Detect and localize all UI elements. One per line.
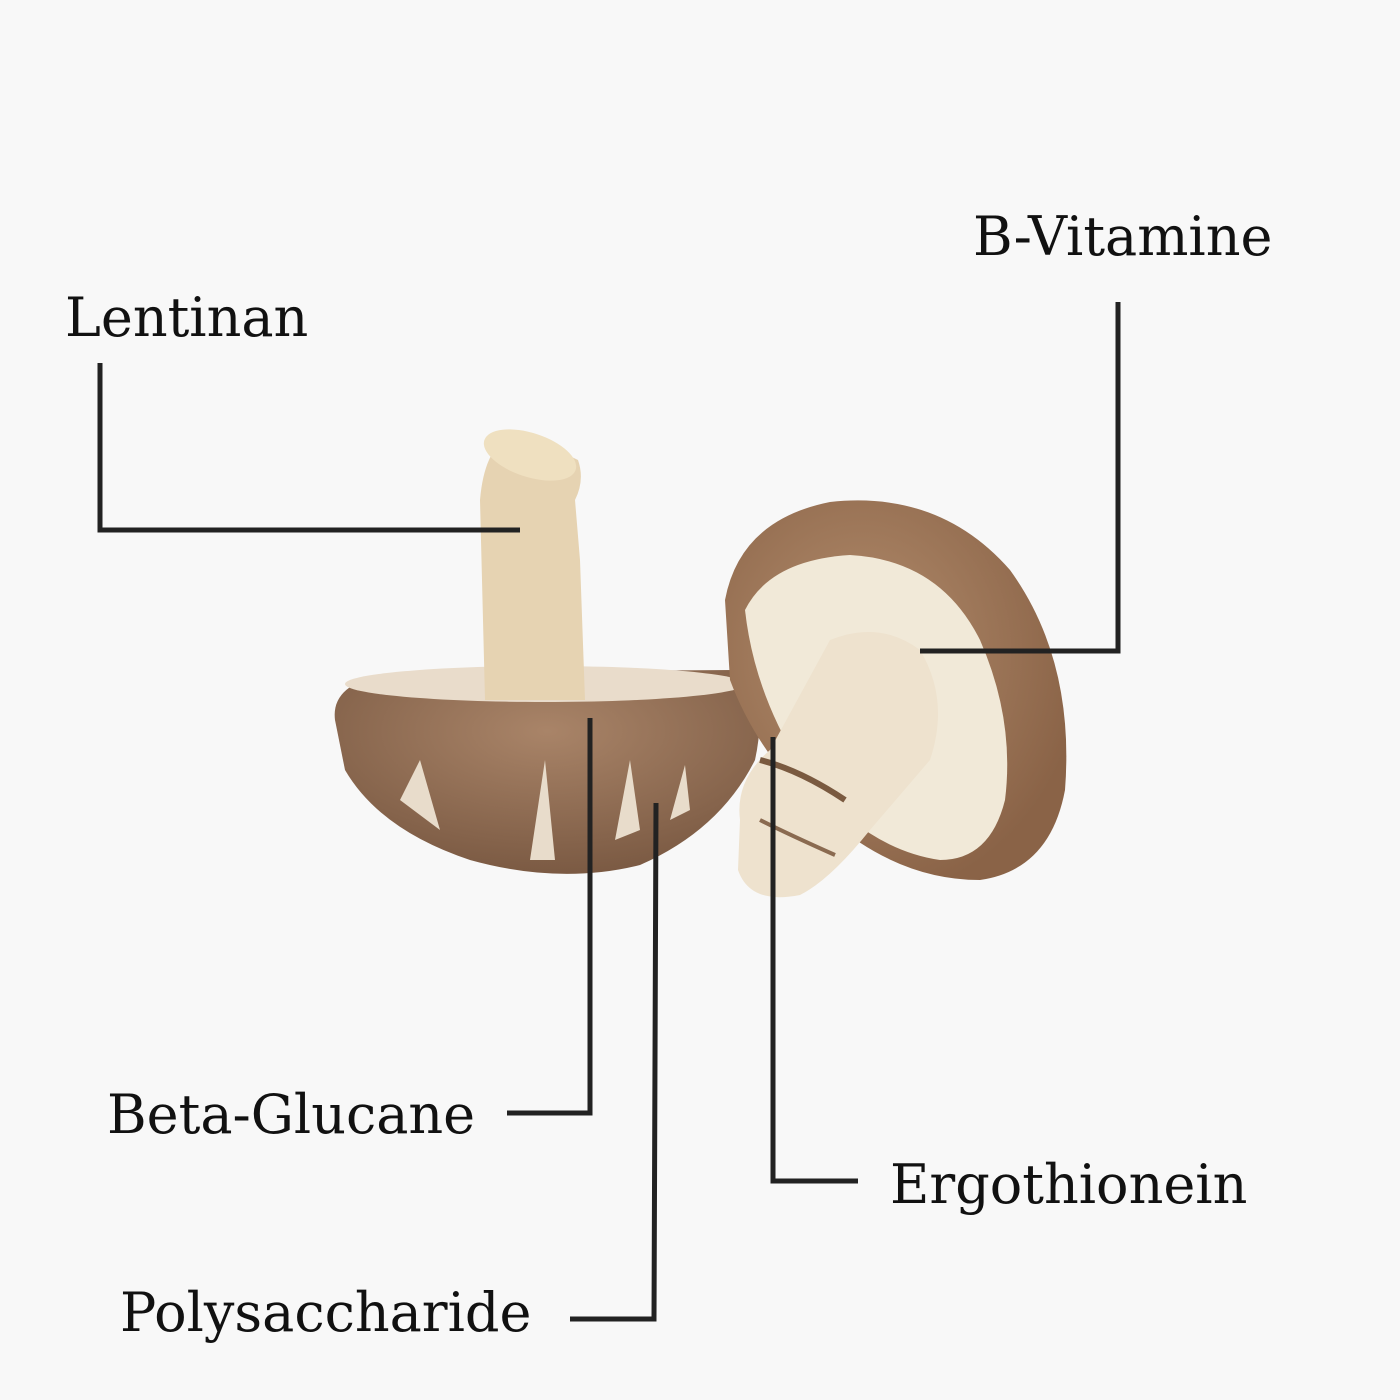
line-ergothionein xyxy=(770,737,858,1184)
label-beta-glucane: Beta-Glucane xyxy=(107,1083,476,1146)
leader-lines xyxy=(97,302,1121,1322)
line-polysaccharide xyxy=(570,802,659,1322)
line-lentinan xyxy=(97,363,520,533)
right-mushroom xyxy=(725,500,1067,898)
label-ergothionein: Ergothionein xyxy=(890,1153,1248,1216)
label-b-vitamine: B-Vitamine xyxy=(973,205,1273,268)
label-lentinan: Lentinan xyxy=(65,286,309,349)
label-polysaccharide: Polysaccharide xyxy=(120,1281,532,1344)
line-beta-glucane xyxy=(507,718,593,1116)
left-mushroom xyxy=(334,429,760,874)
line-b-vitamine xyxy=(920,302,1121,654)
